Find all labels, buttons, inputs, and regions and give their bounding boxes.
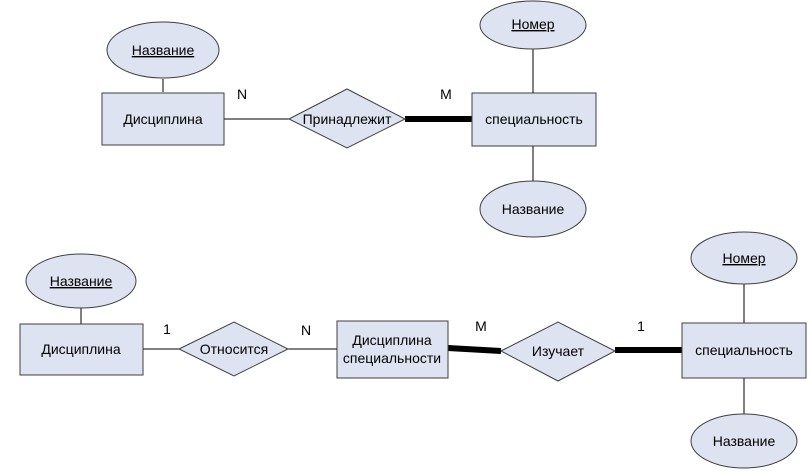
attr-discipline-name-2 xyxy=(25,253,137,309)
attr-specialty-name-1-label: Название xyxy=(502,201,565,217)
entity-discipline-1-label: Дисциплина xyxy=(123,111,202,127)
attr-specialty-number-2 xyxy=(690,231,798,285)
attr-discipline-name-1 xyxy=(106,21,220,79)
entity-discipline-specialty-label-line2: специальности xyxy=(343,350,441,366)
entity-specialty-2-label: специальность xyxy=(695,342,793,358)
attr-specialty-name-1 xyxy=(479,180,587,238)
attr-specialty-name-2-label: Название xyxy=(713,433,776,449)
relationship-belongs-label: Принадлежит xyxy=(303,111,392,127)
entity-discipline-specialty xyxy=(336,320,449,379)
connector-discipline-specialty-studies-thick xyxy=(447,345,502,354)
cardinality-n-1: N xyxy=(237,86,247,102)
entity-discipline-1 xyxy=(101,92,225,146)
entity-specialty-2 xyxy=(681,322,807,379)
relationship-studies xyxy=(499,321,617,382)
entity-discipline-specialty-label-line1: Дисциплина xyxy=(352,332,431,348)
attr-discipline-name-2-label: Название xyxy=(50,273,113,289)
relationship-relates xyxy=(177,321,290,377)
cardinality-n-2: N xyxy=(301,322,311,338)
attr-specialty-name-2 xyxy=(690,413,798,469)
entity-specialty-1 xyxy=(471,92,597,147)
attr-specialty-number-1-label: Номер xyxy=(511,16,554,32)
relationship-relates-label: Относится xyxy=(200,341,268,357)
relationship-studies-label: Изучает xyxy=(532,343,585,359)
cardinality-1-b: 1 xyxy=(637,318,645,334)
relationship-belongs xyxy=(287,88,407,149)
entity-discipline-2 xyxy=(19,323,144,376)
attr-discipline-name-1-label: Название xyxy=(132,42,195,58)
entity-specialty-1-label: специальность xyxy=(485,111,583,127)
cardinality-1-a: 1 xyxy=(163,321,171,337)
entity-discipline-2-label: Дисциплина xyxy=(41,341,120,357)
cardinality-m-2: M xyxy=(475,318,487,334)
attr-specialty-number-1 xyxy=(479,0,587,50)
cardinality-m-1: M xyxy=(440,86,452,102)
attr-specialty-number-2-label: Номер xyxy=(722,250,765,266)
